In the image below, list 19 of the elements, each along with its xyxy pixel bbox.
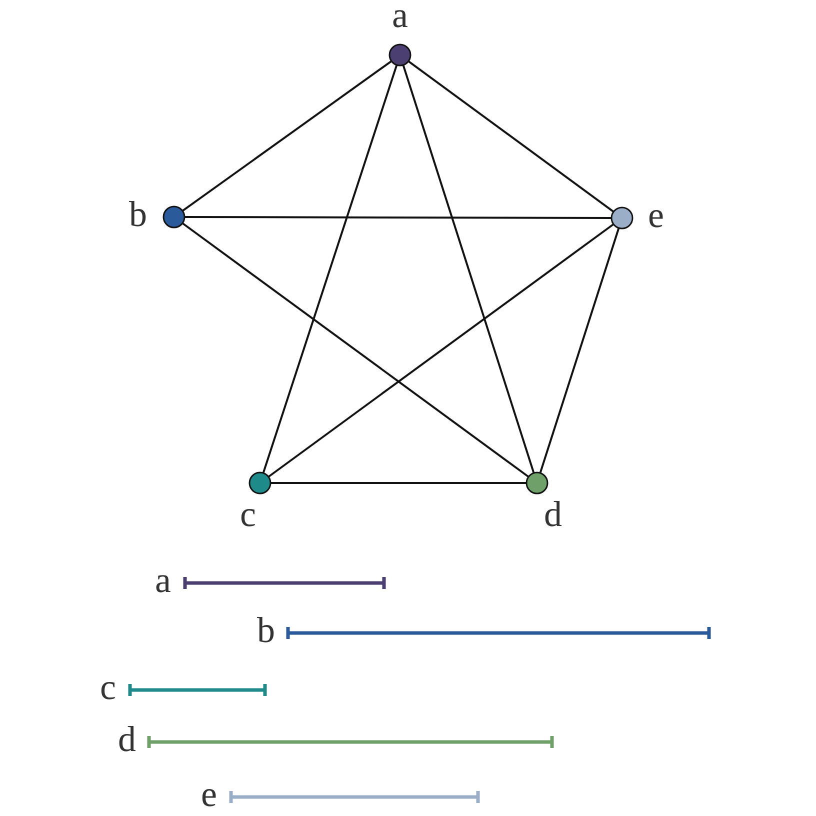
edge-line	[408, 60, 614, 212]
edge-line	[402, 65, 535, 473]
edge-line	[539, 228, 620, 473]
edge-line	[262, 65, 398, 473]
node-label: b	[129, 196, 147, 232]
node-label: e	[201, 776, 217, 812]
node-label: c	[100, 669, 116, 705]
edge-line	[185, 216, 611, 219]
node-label: e	[648, 197, 664, 233]
edge-line	[271, 482, 526, 484]
edge-line	[182, 222, 529, 478]
node-label: c	[240, 496, 256, 532]
node-label: a	[155, 562, 171, 598]
node-label: d	[118, 721, 136, 757]
node-label: d	[544, 496, 562, 532]
node-label: b	[257, 612, 275, 648]
edge-line	[268, 224, 614, 478]
edge-line	[182, 60, 392, 212]
node-label: a	[392, 0, 408, 33]
